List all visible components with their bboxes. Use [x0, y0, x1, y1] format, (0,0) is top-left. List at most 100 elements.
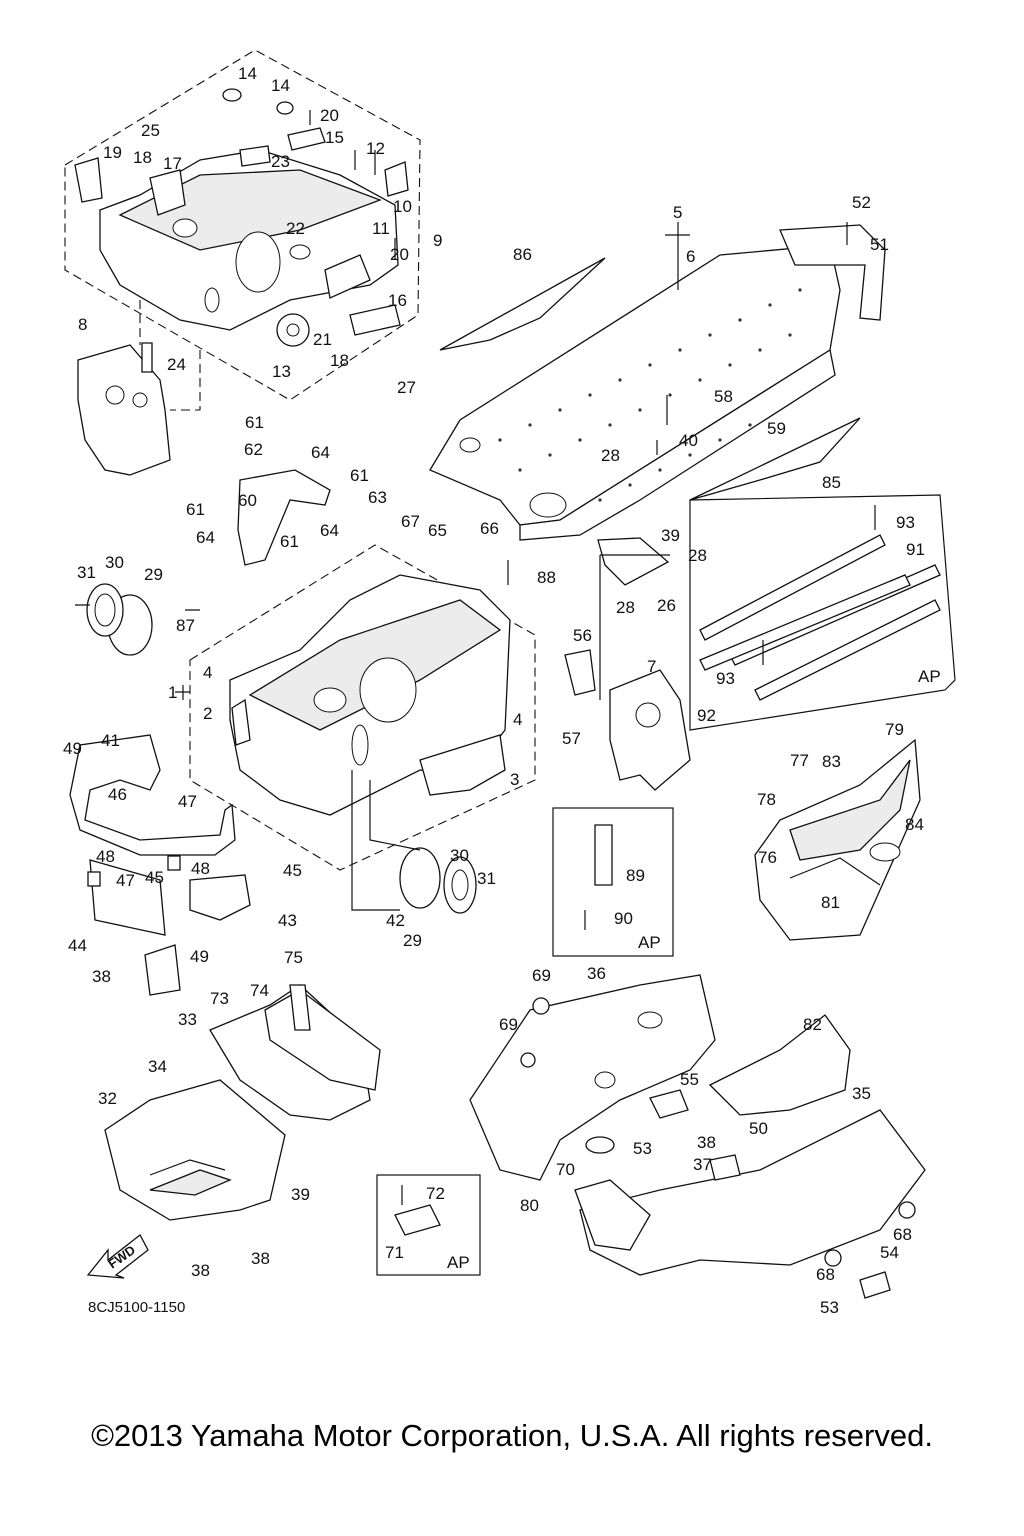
leader-1: [175, 685, 190, 700]
callout: 15: [325, 128, 344, 147]
callout: 45: [145, 868, 164, 887]
callout: 84: [905, 815, 924, 834]
bracket-kit-ap-box-2: [376, 1174, 481, 1276]
washer-14: [222, 88, 242, 102]
bracket-33: [144, 944, 181, 996]
callout: 28: [601, 446, 620, 465]
callout: 88: [537, 568, 556, 587]
group-9-boundary: [64, 49, 421, 401]
callout: 8: [78, 315, 87, 334]
tunnel-top-plate: [429, 244, 841, 526]
tunnel-assembly: [429, 222, 886, 700]
tunnel-hole: [459, 437, 481, 453]
callout: 44: [68, 936, 87, 955]
callout: 25: [141, 121, 160, 140]
bracket-2: [231, 698, 251, 746]
callout: 13: [272, 362, 291, 381]
callout: 79: [885, 720, 904, 739]
callout: 46: [108, 785, 127, 804]
rail-91d: [754, 599, 941, 701]
vent-34: [149, 1169, 232, 1196]
bracket-56: [564, 649, 596, 696]
plate-3: [419, 734, 506, 796]
ap-label: AP: [638, 933, 661, 952]
callout: 4: [513, 710, 522, 729]
callout: 77: [790, 751, 809, 770]
callout: 69: [499, 1015, 518, 1034]
bracket-17: [149, 169, 186, 216]
callout: 48: [96, 847, 115, 866]
callout: 61: [350, 466, 369, 485]
callout: 49: [190, 947, 209, 966]
right-boot-parts: [351, 770, 477, 914]
front-frame-assembly: [75, 469, 691, 871]
callout: 4: [203, 663, 212, 682]
bracket-51: [779, 224, 886, 321]
callout: 93: [896, 513, 915, 532]
callout: 42: [386, 911, 405, 930]
gasket-hole: [94, 593, 116, 627]
callout: 83: [822, 752, 841, 771]
callout: 47: [116, 871, 135, 890]
frame-hole: [172, 218, 198, 238]
callout: 80: [520, 1196, 539, 1215]
bracket-kit-ap-box: [552, 807, 674, 957]
ap-box-outline: [376, 1174, 481, 1276]
callout: 51: [870, 235, 889, 254]
ap-label: AP: [447, 1253, 470, 1272]
callout: 82: [803, 1015, 822, 1034]
lower-right-panels: [469, 974, 926, 1299]
callout: 21: [313, 330, 332, 349]
copyright-notice: ©2013 Yamaha Motor Corporation, U.S.A. A…: [91, 1418, 933, 1453]
callout: 50: [749, 1119, 768, 1138]
plug-69: [520, 1052, 536, 1068]
callout: 87: [176, 616, 195, 635]
bracket-10: [384, 161, 409, 197]
bracket-16: [349, 304, 401, 336]
right-shroud-parts: [754, 738, 921, 941]
callout: 61: [280, 532, 299, 551]
decal-86: [439, 257, 606, 351]
callout: 14: [238, 64, 257, 83]
callout: 39: [661, 526, 680, 545]
damper-hole: [286, 323, 300, 337]
front-bumper-parts: [69, 734, 251, 996]
grommet-70: [585, 1136, 615, 1154]
tunnel-rivets: [498, 288, 802, 502]
callout: 17: [163, 154, 182, 173]
plug-68: [824, 1249, 842, 1267]
callout: 39: [291, 1185, 310, 1204]
callout: 92: [697, 706, 716, 725]
callout: 68: [893, 1225, 912, 1244]
bracket-71: [394, 1204, 441, 1236]
panel-75: [289, 984, 311, 1031]
callout: 20: [390, 245, 409, 264]
callout: 27: [397, 378, 416, 397]
pan-hole: [594, 1071, 616, 1089]
callout: 29: [144, 565, 163, 584]
callout: 31: [77, 563, 96, 582]
callout: 81: [821, 893, 840, 912]
callout: 3: [510, 770, 519, 789]
bracket-55: [649, 1089, 689, 1119]
callout: 75: [284, 948, 303, 967]
shroud-edge: [789, 857, 881, 886]
callout: 37: [693, 1155, 712, 1174]
frame-opening: [351, 724, 369, 766]
callout: 14: [271, 76, 290, 95]
bracket-54: [859, 1271, 891, 1299]
callout: 53: [820, 1298, 839, 1317]
callout: 61: [245, 413, 264, 432]
callout-labels: 1 2 3 4 4 5 6 7 8 9 10 11 12 13 14 14 15…: [63, 64, 925, 1317]
shield-82: [708, 1014, 851, 1116]
fwd-arrow-icon: [86, 1234, 149, 1279]
gasket-hole: [451, 869, 469, 901]
ap-box-outline: [552, 807, 674, 957]
decal-85: [689, 417, 861, 501]
callout: 85: [822, 473, 841, 492]
callout: 12: [366, 139, 385, 158]
lower-left-panels: [104, 984, 381, 1221]
callout: 56: [573, 626, 592, 645]
callout: 71: [385, 1243, 404, 1262]
callout: 38: [92, 967, 111, 986]
